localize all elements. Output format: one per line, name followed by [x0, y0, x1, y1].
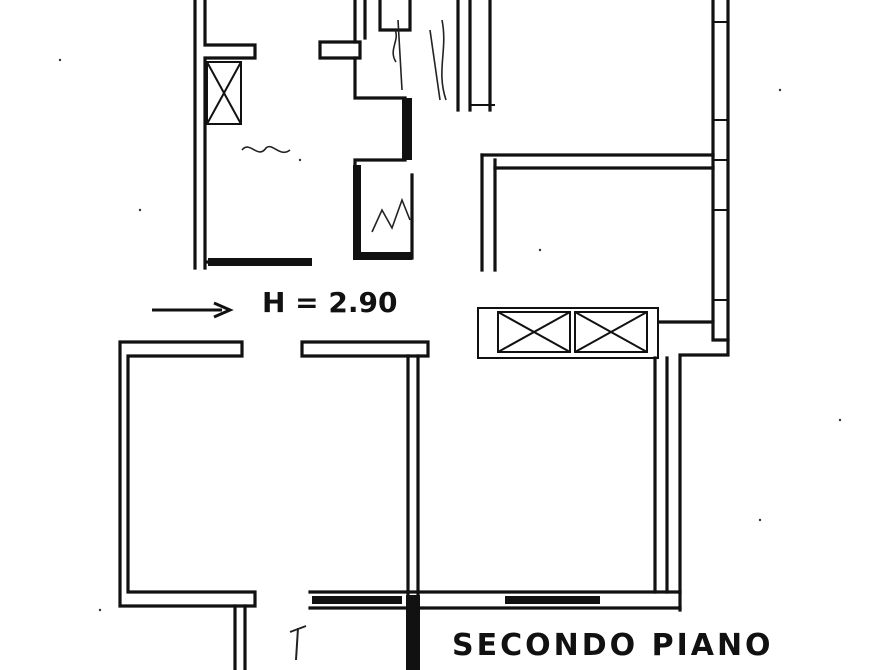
- bathroom-core: [353, 0, 495, 260]
- closet-hatch-icon: [477, 307, 659, 359]
- kitchen-appliance-icon: [206, 61, 242, 125]
- floor-name-label: SECONDO PIANO: [452, 628, 774, 663]
- ceiling-height-label: H = 2.90: [262, 286, 397, 319]
- upper-left-room: [193, 0, 367, 270]
- scan-noise: [58, 58, 842, 612]
- upper-right-room: [480, 0, 730, 612]
- lower-left-room: [118, 340, 430, 670]
- handwritten-notes: [241, 19, 447, 661]
- lower-right-room: [308, 356, 682, 670]
- arrow-right-icon: [152, 301, 234, 319]
